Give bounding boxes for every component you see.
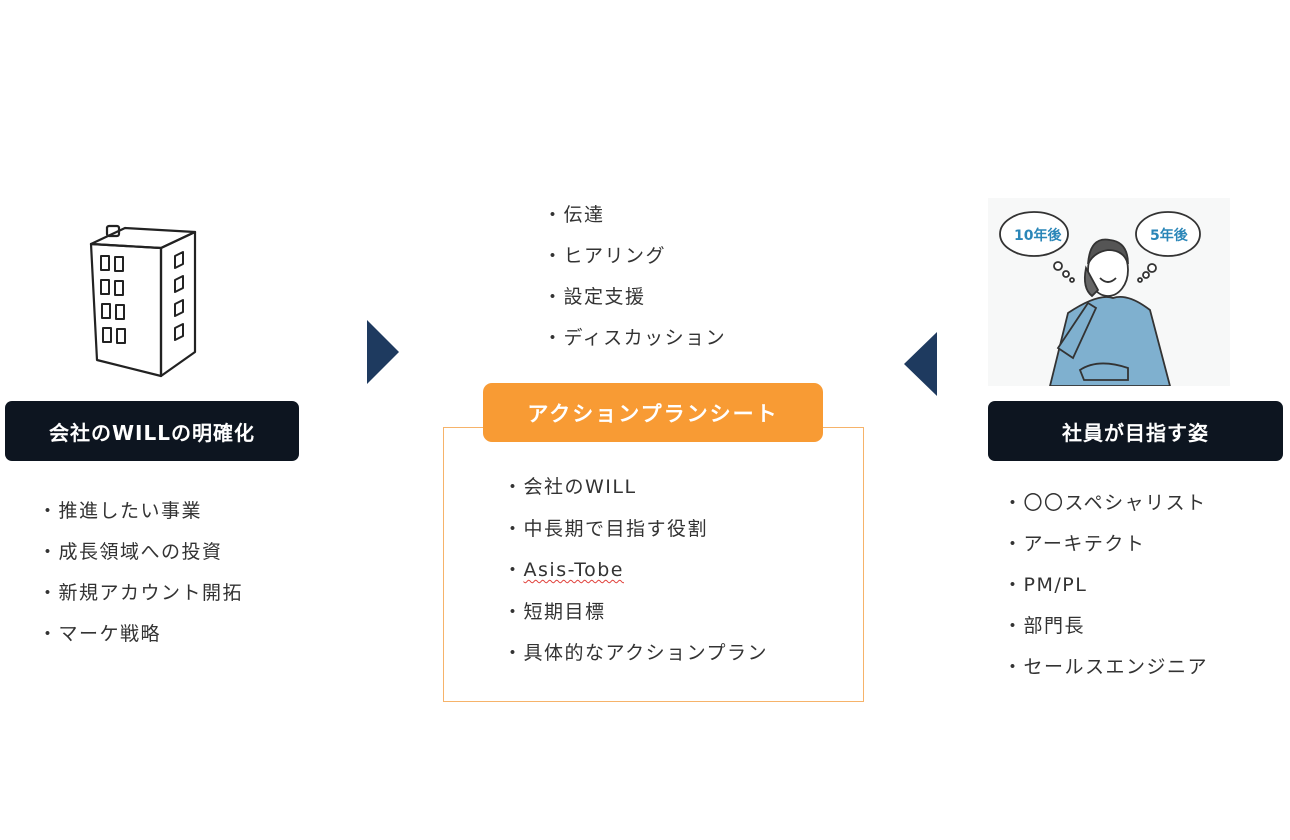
list-item: 伝達 (543, 200, 726, 241)
list-item: PM/PL (1003, 570, 1208, 611)
list-item: 成長領域への投資 (38, 537, 243, 578)
building-illustration (89, 224, 197, 378)
list-item: 短期目標 (503, 597, 768, 639)
list-item: ディスカッション (543, 323, 726, 364)
action-plan-title: アクションプランシート (483, 383, 823, 442)
list-item: アーキテクト (1003, 529, 1208, 570)
top-list: 伝達 ヒアリング 設定支援 ディスカッション (543, 200, 726, 364)
arrow-left-icon (904, 332, 937, 396)
left-list: 推進したい事業 成長領域への投資 新規アカウント開拓 マーケ戦略 (38, 496, 243, 660)
right-list: 〇〇スペシャリスト アーキテクト PM/PL 部門長 セールスエンジニア (1003, 488, 1208, 693)
list-item: マーケ戦略 (38, 619, 243, 660)
bubble-10-years: 10年後 (1014, 228, 1062, 244)
list-item: 〇〇スペシャリスト (1003, 488, 1208, 529)
list-item: 中長期で目指す役割 (503, 514, 768, 556)
list-item: ヒアリング (543, 241, 726, 282)
action-plan-list: 会社のWILL 中長期で目指す役割 Asis-Tobe 短期目標 具体的なアクシ… (503, 472, 768, 680)
list-item: 設定支援 (543, 282, 726, 323)
left-title: 会社のWILLの明確化 (5, 401, 299, 461)
list-item: 部門長 (1003, 611, 1208, 652)
list-item: セールスエンジニア (1003, 652, 1208, 693)
list-item: 会社のWILL (503, 472, 768, 514)
list-item: 具体的なアクションプラン (503, 638, 768, 680)
arrow-right-icon (367, 320, 399, 384)
right-title: 社員が目指す姿 (988, 401, 1283, 461)
person-illustration: 10年後 5年後 (988, 198, 1230, 387)
bubble-5-years: 5年後 (1150, 228, 1188, 244)
list-item: 新規アカウント開拓 (38, 578, 243, 619)
list-item: Asis-Tobe (503, 555, 768, 597)
list-item: 推進したい事業 (38, 496, 243, 537)
